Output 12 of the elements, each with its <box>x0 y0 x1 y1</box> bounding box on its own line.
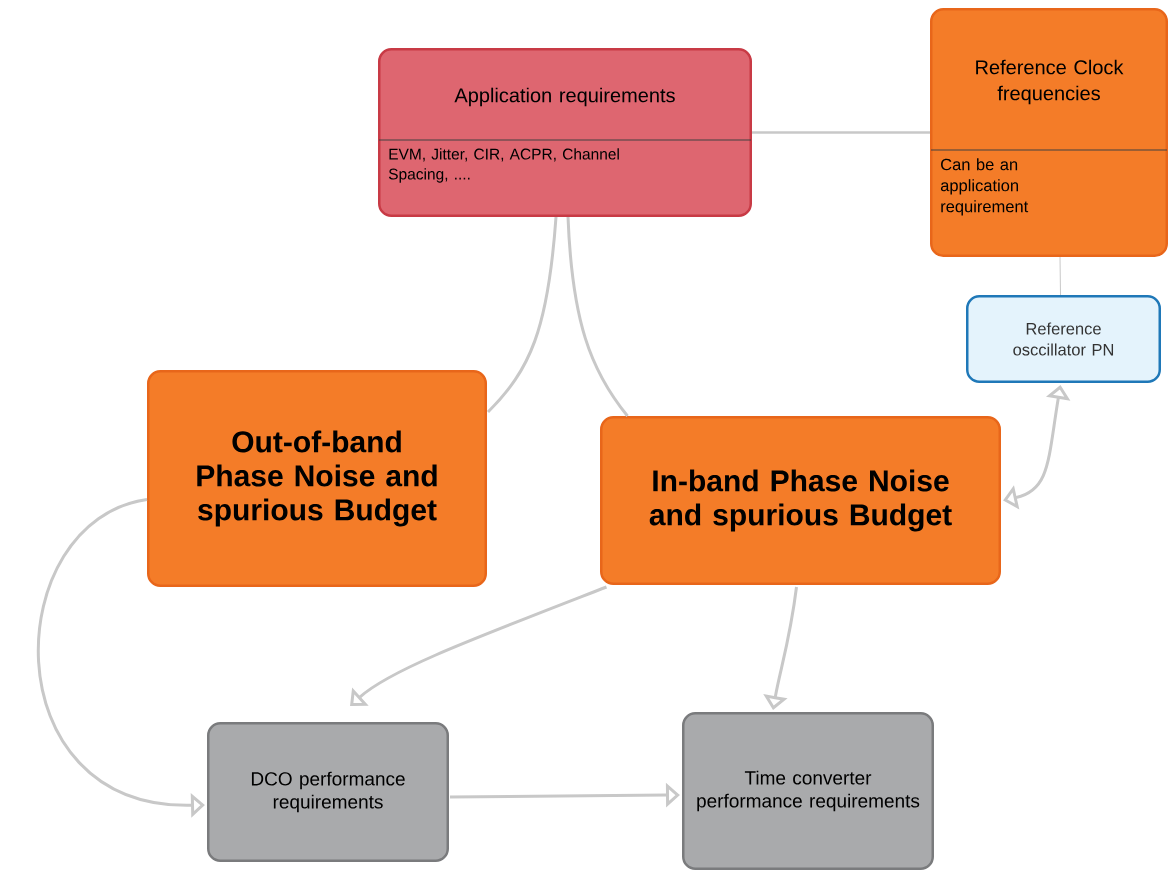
connector-line <box>486 216 558 414</box>
requirements-box: Reference Clock frequencies Can be an application requirement <box>930 8 1168 257</box>
connector-line <box>1059 256 1061 296</box>
process-box: Reference osccillator PN <box>966 295 1161 383</box>
budget-box: Out-of-band Phase Noise and spurious Budget <box>147 370 487 587</box>
requirements-box: Application requirements EVM, Jitter, CIR, ACPR, Channel Spacing, .... <box>378 48 752 217</box>
arrow <box>350 585 608 706</box>
process-box: DCO performance requirements <box>207 722 449 862</box>
process-box: Time converter performance requirements <box>682 712 934 870</box>
connector-line <box>566 216 629 417</box>
budget-box: In-band Phase Noise and spurious Budget <box>600 416 1001 585</box>
connector-line <box>752 131 930 134</box>
